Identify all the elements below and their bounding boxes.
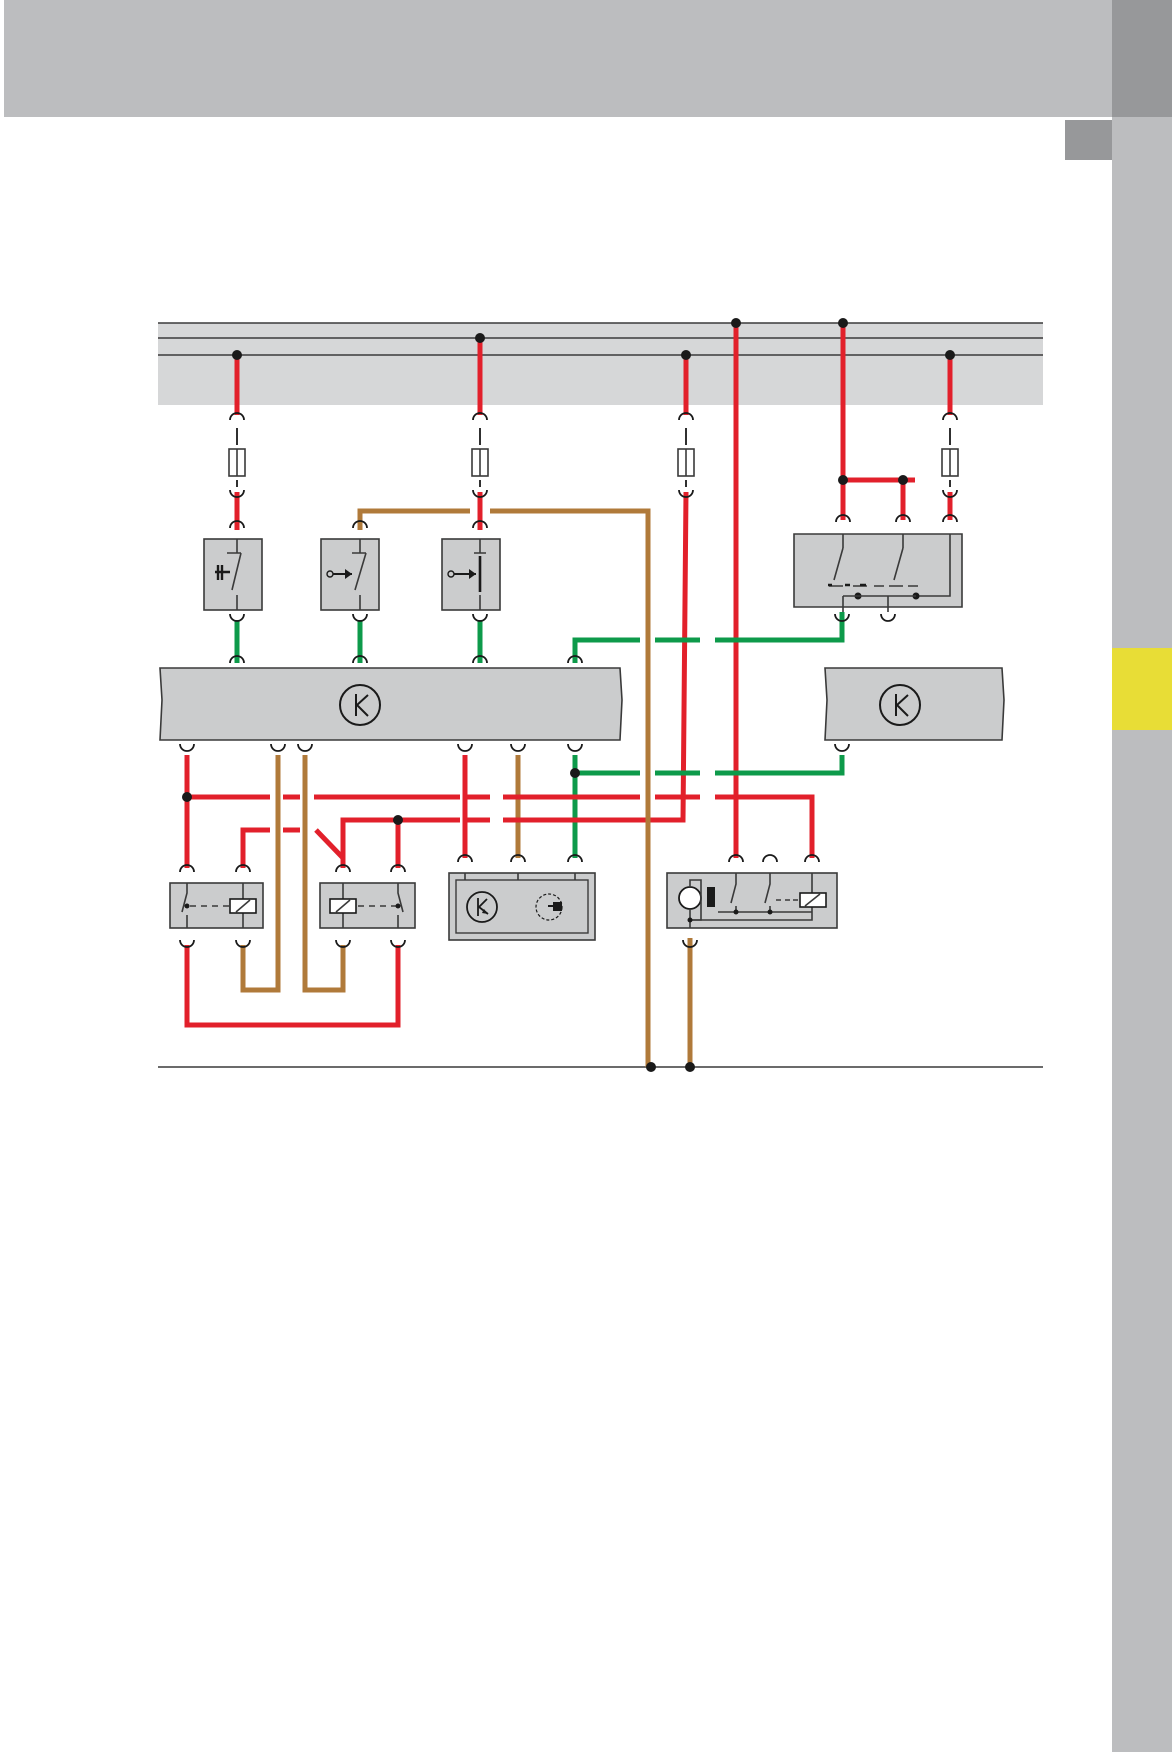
switch-3 (441, 520, 501, 622)
side-tab (1065, 120, 1112, 160)
control-unit-main (159, 655, 623, 752)
control-unit-right (824, 667, 1005, 752)
header-band (4, 0, 1112, 117)
double-switch (793, 514, 963, 622)
motor-module (666, 854, 838, 948)
sensor-module (448, 854, 596, 941)
switch-2 (320, 520, 380, 622)
relay-1 (169, 864, 264, 948)
wires (184, 323, 953, 1067)
relay-2 (319, 864, 416, 948)
fuse-4 (941, 412, 959, 498)
side-strip (1112, 0, 1172, 1752)
chapter-marker (1112, 648, 1172, 730)
fuse-1 (228, 412, 246, 498)
junction-dots (182, 318, 955, 1072)
fuse-3 (677, 412, 695, 498)
side-strip-top (1112, 0, 1172, 117)
supply-bus (158, 322, 1043, 405)
switch-1 (203, 520, 263, 622)
fuse-2 (471, 412, 489, 498)
